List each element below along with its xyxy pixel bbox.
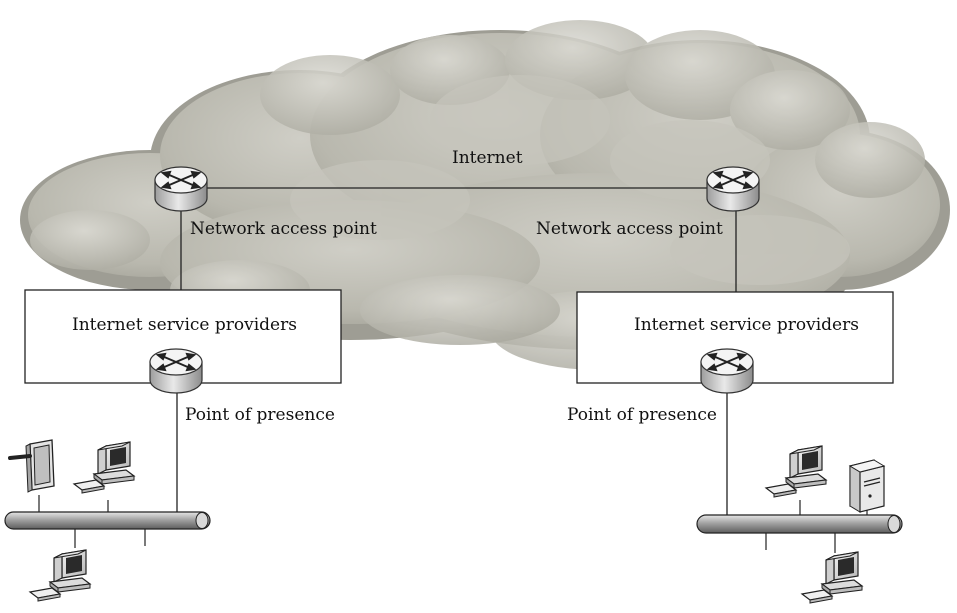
server-tower-icon — [848, 459, 886, 513]
pop-right-label: Point of presence — [567, 405, 717, 425]
router-icon-pop-right — [700, 348, 754, 394]
nap-right-label: Network access point — [536, 219, 723, 239]
router-icon-pop-left — [149, 348, 203, 394]
desktop-computer-icon-left-top — [73, 441, 135, 494]
lan-bus-left — [4, 511, 211, 530]
internet-label: Internet — [452, 148, 523, 168]
tablet-icon — [8, 439, 55, 493]
desktop-computer-icon-left-bottom — [29, 549, 91, 602]
lan-bus-right — [696, 514, 903, 534]
nap-left-label: Network access point — [190, 219, 377, 239]
pop-left-label: Point of presence — [185, 405, 335, 425]
router-icon-nap-left — [154, 166, 208, 212]
desktop-computer-icon-right-top — [765, 445, 827, 498]
isp-left-label: Internet service providers — [72, 315, 297, 335]
desktop-computer-icon-right-bottom — [801, 551, 863, 604]
isp-right-label: Internet service providers — [634, 315, 859, 335]
router-icon-nap-right — [706, 166, 760, 212]
